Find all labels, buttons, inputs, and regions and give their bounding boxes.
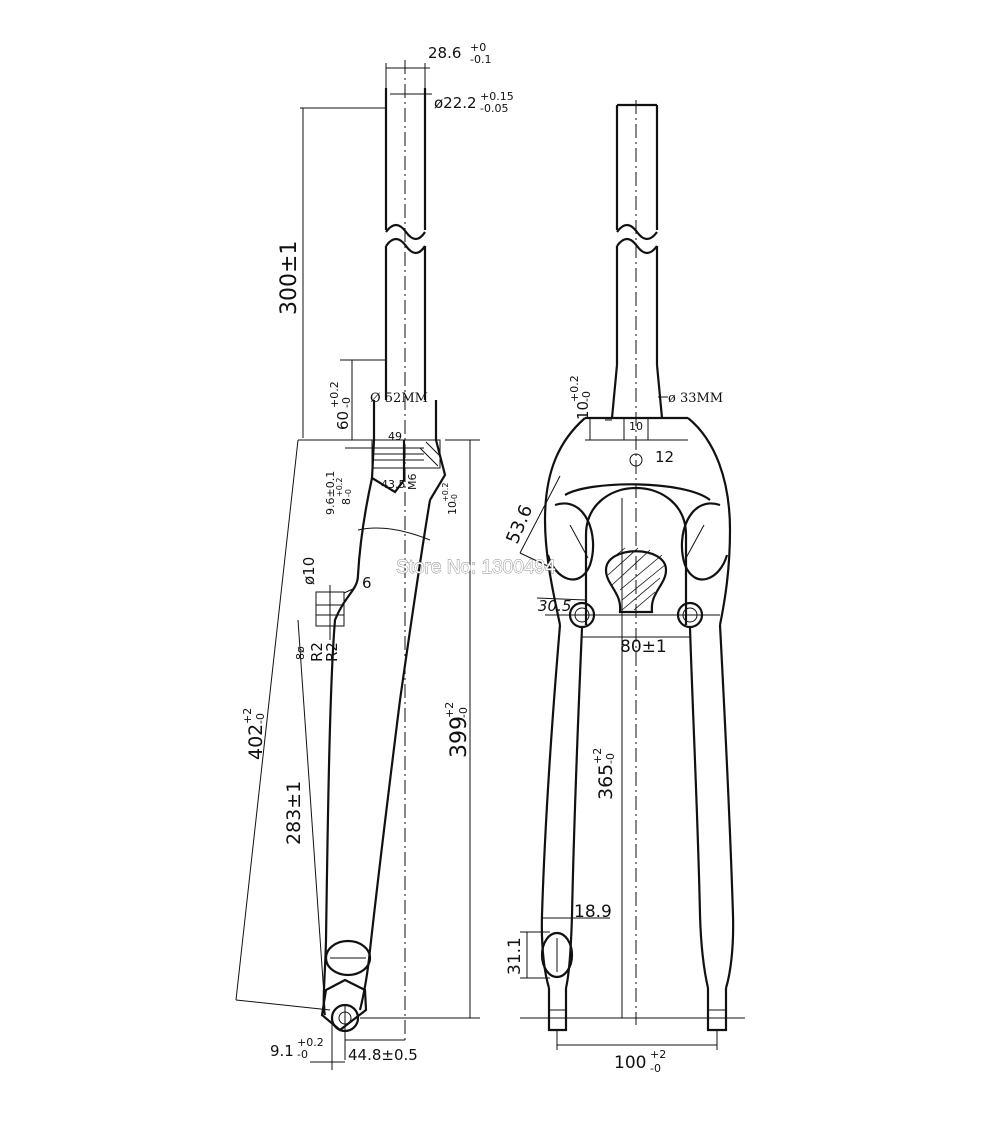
side-axle-crown-total-tol-minus: -0 <box>254 713 267 724</box>
side-axle-crown-total-tol-plus: +2 <box>241 708 254 724</box>
side-crown-diameter-label: Ø 52MM <box>370 391 428 406</box>
front-crown-top-tol-plus: +0.2 <box>568 375 581 402</box>
front-blade-length-label: 365 <box>595 764 617 800</box>
side-dropout-slot-label: 9.1 <box>270 1042 294 1060</box>
side-crown-height-label: 60 <box>334 411 352 430</box>
front-hub-spacing-tol-minus: -0 <box>650 1062 661 1075</box>
front-view: 10 +0.2 -0 ø 33MM 10 12 53.6 30.5 80±1 3… <box>502 100 745 1075</box>
side-steerer-width-tol-minus: -0.1 <box>470 53 491 66</box>
side-rake-label: 44.8±0.5 <box>348 1046 418 1064</box>
side-crown-top-dim-label: 49 <box>388 430 402 443</box>
front-hub-spacing-tol-plus: +2 <box>650 1048 666 1061</box>
side-hole-offset-label: 6 <box>362 574 372 592</box>
side-bolt-thread-label: M6 <box>406 474 419 491</box>
front-bolt-offset-label: 12 <box>655 448 674 466</box>
side-r2-b-label: R2 <box>323 642 341 662</box>
front-brake-spacing-label: 80±1 <box>620 637 667 657</box>
side-steerer-width-tol-plus: +0 <box>470 41 486 54</box>
side-crown-race-small-label: 8 <box>340 498 353 505</box>
side-view: 28.6 +0 -0.1 ø22.2 +0.15 -0.05 300±1 60 … <box>235 41 514 1070</box>
side-axle-crown-tol-plus: +2 <box>443 702 456 718</box>
side-crown-bottom-dim-label: 43.5 <box>381 478 406 491</box>
side-crown-height-tol-minus: -0 <box>340 397 353 408</box>
front-brake-offset-label: 30.5 <box>538 597 571 615</box>
side-dropout-slot-tol-minus: -0 <box>297 1048 308 1061</box>
side-axle-crown-label: 399 <box>447 716 472 758</box>
front-labels: 10 +0.2 -0 ø 33MM 10 12 53.6 30.5 80±1 3… <box>502 375 723 1075</box>
front-dimensions <box>519 396 745 1050</box>
side-r2-a-label: R2 <box>308 642 326 662</box>
side-crown-race-small-tol-plus: +0.2 <box>335 478 344 497</box>
store-watermark: Store No: 1300494 <box>396 557 556 578</box>
side-steerer-diameter-tol-minus: -0.05 <box>480 102 508 115</box>
front-arch-width-label: 53.6 <box>502 502 537 547</box>
side-axle-crown-tol-minus: -0 <box>457 707 470 718</box>
side-crown-height-tol-plus: +0.2 <box>328 381 341 408</box>
side-steerer-diameter-tol-plus: +0.15 <box>480 90 514 103</box>
side-bolt-depth-tol-minus: -0 <box>450 494 459 502</box>
front-crown-top-label: 10 <box>574 401 592 420</box>
side-blade-length-label: 283±1 <box>283 781 305 845</box>
front-fork-blades <box>540 624 735 1032</box>
side-dropout-slot-tol-plus: +0.2 <box>297 1036 324 1049</box>
side-hole-small-label: 8ø <box>294 646 307 660</box>
front-dropout-height-label: 31.1 <box>505 937 525 975</box>
side-dimensions <box>235 63 480 1070</box>
front-steerer-diameter-label: ø 33MM <box>668 391 723 406</box>
front-blade-length-tol-plus: +2 <box>591 748 604 764</box>
side-hole-diameter-label: ø10 <box>300 557 318 585</box>
side-steerer-diameter-label: ø22.2 <box>434 94 477 112</box>
front-crown <box>543 416 732 629</box>
side-bolt-depth-label: 10 <box>446 501 459 515</box>
side-crown-race-label: 9.6±0.1 <box>324 471 337 515</box>
side-crown <box>340 359 447 501</box>
side-steerer-tube <box>384 60 427 1040</box>
front-blade-length-tol-minus: -0 <box>604 753 617 764</box>
front-crown-top-tol-minus: -0 <box>580 391 593 402</box>
side-steerer-length-label: 300±1 <box>277 241 302 315</box>
side-labels: 28.6 +0 -0.1 ø22.2 +0.15 -0.05 300±1 60 … <box>241 41 514 1064</box>
front-hub-spacing-label: 100 <box>614 1053 646 1073</box>
side-bolt-depth-tol-plus: +0.2 <box>441 483 450 502</box>
side-crown-race-small-tol-minus: -0 <box>344 489 353 497</box>
front-dropout-width-label: 18.9 <box>574 902 612 922</box>
front-crown-hatched-section <box>604 547 668 614</box>
front-bolt-width-label: 10 <box>629 420 643 433</box>
side-steerer-width-label: 28.6 <box>428 44 461 62</box>
side-axle-crown-total-label: 402 <box>245 724 267 760</box>
